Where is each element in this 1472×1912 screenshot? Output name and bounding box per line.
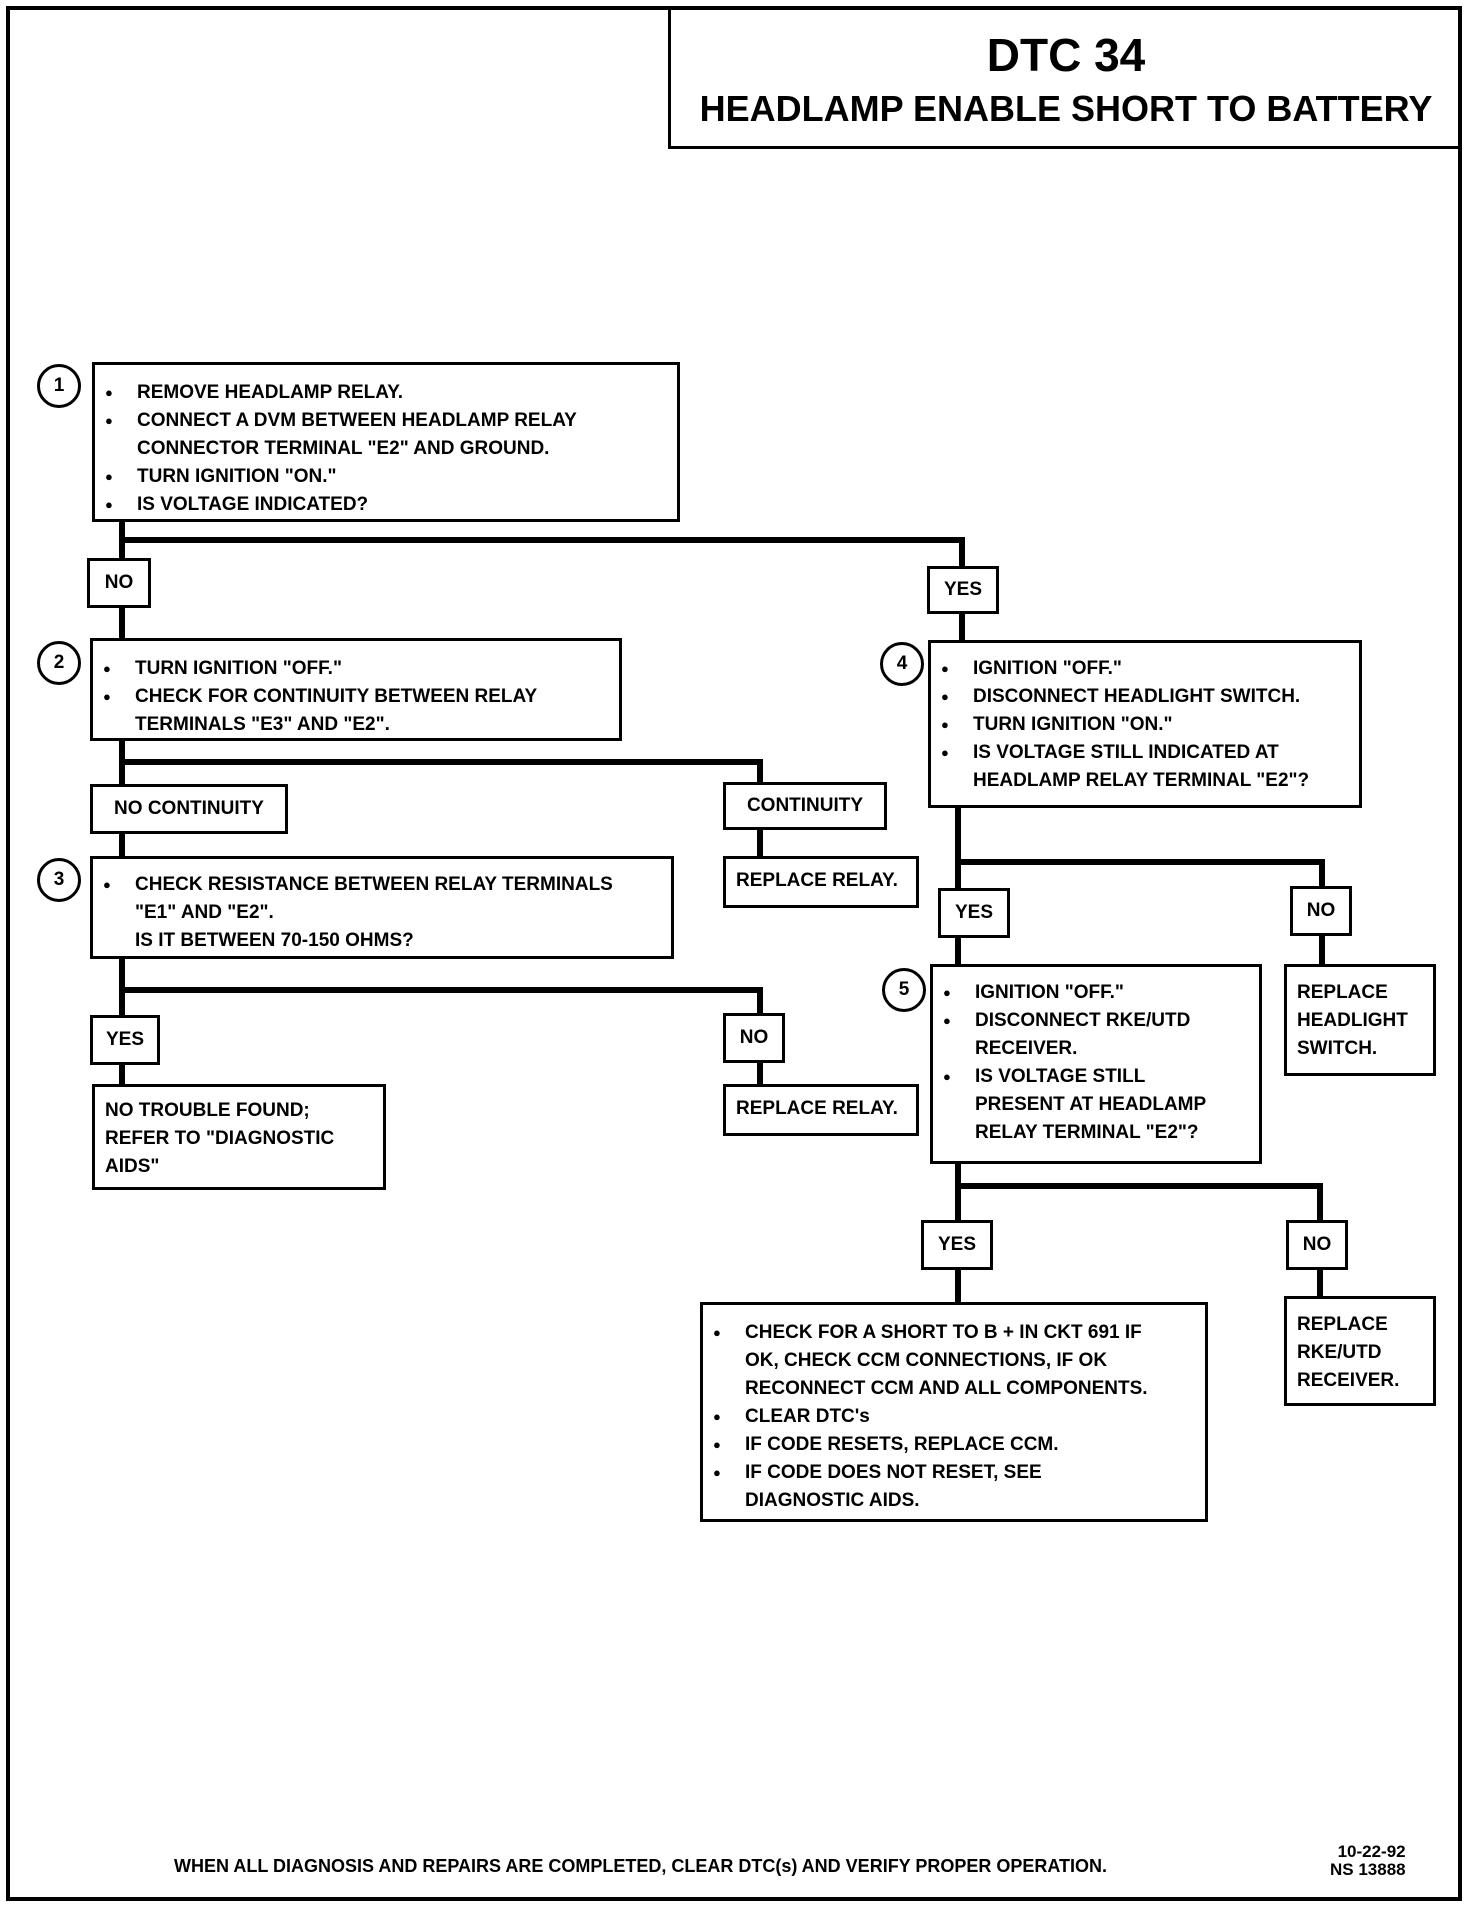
page-frame — [6, 6, 1462, 1901]
step-number-4: 4 — [880, 642, 924, 686]
step-2-box: TURN IGNITION "OFF." CHECK FOR CONTINUIT… — [90, 638, 622, 741]
step-4-line: IS VOLTAGE STILL INDICATED AT HEADLAMP R… — [931, 739, 1359, 795]
step-1-line: IS VOLTAGE INDICATED? — [95, 491, 677, 519]
connector-s5-no — [958, 1183, 1323, 1222]
reference-code: NS 13888 — [1330, 1860, 1406, 1879]
footer-instruction: WHEN ALL DIAGNOSIS AND REPAIRS ARE COMPL… — [174, 1856, 1108, 1876]
step-1-box: REMOVE HEADLAMP RELAY. CONNECT A DVM BET… — [92, 362, 680, 522]
step-1-line: CONNECT A DVM BETWEEN HEADLAMP RELAY CON… — [95, 407, 677, 463]
label-yes-step5: YES — [921, 1220, 993, 1270]
outcome-replace-receiver: REPLACE RKE/UTD RECEIVER. — [1284, 1296, 1436, 1406]
label-yes-step1: YES — [927, 566, 999, 614]
date-code: 10-22-92 — [1337, 1842, 1406, 1861]
step-4-line: IGNITION "OFF." — [931, 655, 1359, 683]
step-2-line: TURN IGNITION "OFF." — [93, 655, 619, 683]
label-continuity: CONTINUITY — [723, 782, 887, 830]
outcome-no-trouble: NO TROUBLE FOUND; REFER TO "DIAGNOSTIC A… — [92, 1084, 386, 1190]
label-yes-step4: YES — [938, 888, 1010, 938]
step-4-line: DISCONNECT HEADLIGHT SWITCH. — [931, 683, 1359, 711]
step-5-box: IGNITION "OFF." DISCONNECT RKE/UTD RECEI… — [930, 964, 1262, 1164]
label-no-step1: NO — [87, 558, 151, 608]
step-3-box: CHECK RESISTANCE BETWEEN RELAY TERMINALS… — [90, 856, 674, 959]
document-code: 10-22-92 NS 13888 — [1330, 1843, 1406, 1879]
outcome-replace-relay-2: REPLACE RELAY. — [723, 1084, 919, 1136]
label-yes-step3: YES — [90, 1015, 160, 1065]
label-no-step5: NO — [1286, 1220, 1348, 1270]
final-step-line: CHECK FOR A SHORT TO B + IN CKT 691 IF O… — [703, 1319, 1205, 1403]
step-5-line: DISCONNECT RKE/UTD RECEIVER. — [933, 1007, 1259, 1063]
step-4-box: IGNITION "OFF." DISCONNECT HEADLIGHT SWI… — [928, 640, 1362, 808]
step-number-2: 2 — [37, 641, 81, 685]
step-number-5: 5 — [882, 968, 926, 1012]
outcome-replace-relay-1: REPLACE RELAY. — [723, 856, 919, 908]
step-number-1: 1 — [37, 364, 81, 408]
page-subtitle: HEADLAMP ENABLE SHORT TO BATTERY — [699, 88, 1433, 129]
step-1-line: TURN IGNITION "ON." — [95, 463, 677, 491]
label-no-continuity: NO CONTINUITY — [90, 784, 288, 834]
step-5-line: IS VOLTAGE STILL PRESENT AT HEADLAMP REL… — [933, 1063, 1259, 1147]
label-no-step4: NO — [1290, 886, 1352, 936]
label-no-step3: NO — [723, 1013, 785, 1063]
step-number-3: 3 — [37, 858, 81, 902]
final-step-line: CLEAR DTC's — [703, 1403, 1205, 1431]
final-step-line: IF CODE DOES NOT RESET, SEE DIAGNOSTIC A… — [703, 1459, 1205, 1515]
connector-s1-yes — [122, 537, 965, 566]
title-block: DTC 34 HEADLAMP ENABLE SHORT TO BATTERY — [668, 10, 1461, 149]
step-1-line: REMOVE HEADLAMP RELAY. — [95, 379, 677, 407]
final-step-line: IF CODE RESETS, REPLACE CCM. — [703, 1431, 1205, 1459]
step-2-line: CHECK FOR CONTINUITY BETWEEN RELAY TERMI… — [93, 683, 619, 739]
step-5-line: IGNITION "OFF." — [933, 979, 1259, 1007]
step-3-line: CHECK RESISTANCE BETWEEN RELAY TERMINALS… — [93, 871, 671, 955]
final-step-box: CHECK FOR A SHORT TO B + IN CKT 691 IF O… — [700, 1302, 1208, 1522]
page-title: DTC 34 — [986, 29, 1146, 81]
connector-s4-no — [958, 859, 1325, 888]
step-4-line: TURN IGNITION "ON." — [931, 711, 1359, 739]
outcome-replace-switch: REPLACE HEADLIGHT SWITCH. — [1284, 964, 1436, 1076]
connector-s2-cont — [122, 759, 763, 782]
connector-s3-no — [122, 987, 763, 1014]
